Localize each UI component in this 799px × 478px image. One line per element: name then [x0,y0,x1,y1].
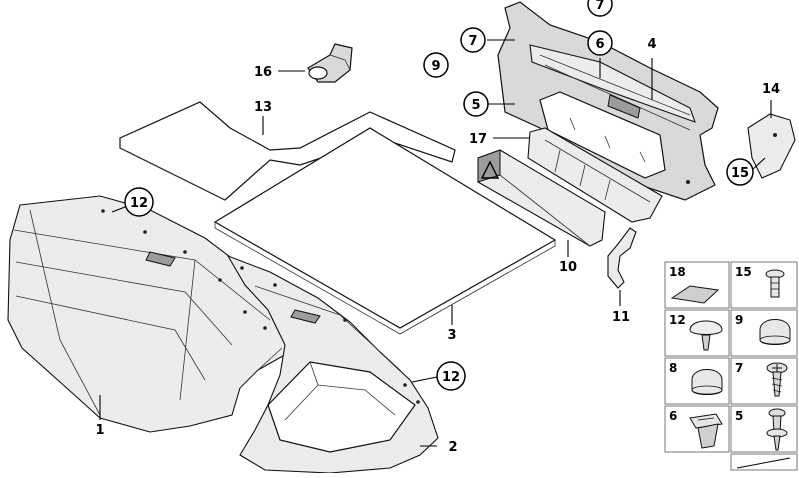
legend-label-18: 18 [669,265,686,279]
part-14-round-cover [747,113,796,179]
callout-3: 3 [447,328,456,343]
svg-text:15: 15 [731,166,749,181]
part-1-side-trim-panel [7,195,291,433]
legend-label-12: 12 [669,313,686,327]
legend-part-6-clip [689,413,723,449]
legend-part-8-cap [691,369,723,395]
callout-10: 10 [559,260,577,275]
callout-13: 13 [254,100,272,115]
leader-lines [99,39,772,447]
part-11-hook [607,227,637,289]
callout-15: 15 [726,158,754,186]
callout-11: 11 [612,310,630,325]
callouts: 1 2 3 4 5 6 7 7 9 10 11 12 [95,0,780,455]
callout-1: 1 [95,423,104,438]
part-2-side-trim-with-tray [226,254,439,474]
callout-5: 5 [463,91,489,117]
legend-label-9: 9 [735,313,743,327]
callout-12-left: 12 [124,187,154,217]
part-3-floor-panel [213,127,557,335]
legend-part-18-pad [670,285,720,304]
legend-label-6: 6 [669,409,677,423]
legend-part-12-rivet [689,320,723,351]
callout-14: 14 [762,82,780,97]
legend-part-15-clip [765,269,785,298]
part-16-holder [307,43,353,83]
callout-12-right: 12 [436,361,466,391]
legend-part-9-cap [759,319,791,345]
callout-16: 16 [254,65,272,80]
legend-part-5-screw [766,408,788,451]
svg-text:9: 9 [431,59,440,74]
callout-2: 2 [448,440,457,455]
part-4-loading-sill-trim [497,1,719,201]
callout-4: 4 [647,37,656,52]
svg-text:12: 12 [130,196,148,211]
legend-label-7: 7 [735,361,743,375]
callout-7-top: 7 [587,0,613,17]
svg-text:6: 6 [595,37,604,52]
legend-part-7-screw [766,362,788,397]
legend-label-5: 5 [735,409,743,423]
svg-text:5: 5 [471,98,480,113]
fastener-legend: 18 15 12 9 8 7 6 5 [664,261,798,471]
part-13-floor-mat [119,101,456,201]
svg-text:7: 7 [468,34,477,49]
svg-text:7: 7 [595,0,604,13]
callout-7: 7 [460,27,486,53]
legend-label-8: 8 [669,361,677,375]
callout-9: 9 [423,52,449,78]
legend-label-15: 15 [735,265,752,279]
callout-17: 17 [469,132,487,147]
callout-6: 6 [587,30,613,56]
svg-text:12: 12 [442,370,460,385]
part-17-cover [527,127,663,223]
part-10-warning-triangle-box [477,149,606,247]
